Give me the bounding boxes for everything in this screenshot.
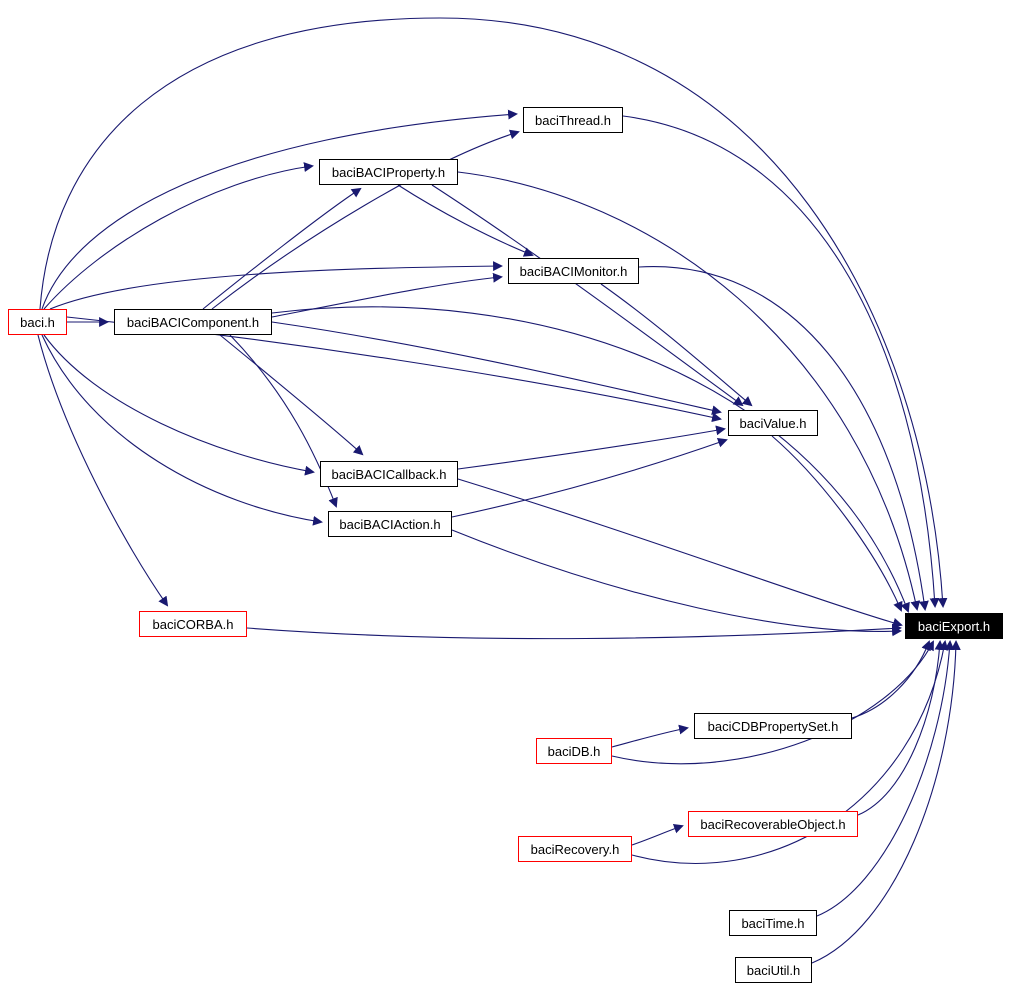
node-label: baciBACIAction.h [339,516,441,532]
edge-baci-h-to-bacicorba-h [37,334,169,607]
node-label: baciBACICallback.h [331,466,447,482]
edge-bacibacicomponent-h-to-baciexport-h [271,306,910,613]
edge-baci-h-to-baciexport-h [39,17,948,608]
edge-bacivalue-h-to-baciexport-h [771,435,903,612]
edge-bacibacicomponent-h-to-bacibaciproperty-h [202,187,362,310]
node-label: baciDB.h [547,743,601,759]
node-baciutil-h[interactable]: baciUtil.h [735,957,812,983]
edge-baci-h-to-bacibacimonitor-h [49,261,503,310]
node-baciexport-h: baciExport.h [905,613,1003,639]
node-label: baciCORBA.h [152,616,234,632]
edge-bacicdbpropertyset-h-to-baciexport-h [851,640,931,719]
edge-bacitime-h-to-baciexport-h [816,640,955,917]
node-bacirecoverableobject-h[interactable]: baciRecoverableObject.h [688,811,858,837]
edge-bacirecoverableobject-h-to-baciexport-h [857,640,945,816]
node-bacitime-h[interactable]: baciTime.h [729,910,817,936]
edge-bacibaciproperty-h-to-baciexport-h [457,171,921,611]
edge-baci-h-to-bacibacicallback-h [43,334,315,476]
node-label: baciBACIComponent.h [126,314,260,330]
node-label: baciCDBPropertySet.h [707,718,839,734]
edge-baciutil-h-to-baciexport-h [811,640,961,964]
node-label: baciUtil.h [746,962,801,978]
node-bacicorba-h[interactable]: baciCORBA.h [139,611,247,637]
edge-bacibacicomponent-h-to-bacithread-h [211,129,520,310]
node-label: baciValue.h [739,415,807,431]
edge-baci-h-to-bacibaciproperty-h [43,162,314,310]
edge-bacibacicomponent-h-to-bacibacimonitor-h [271,272,503,318]
node-bacirecovery-h[interactable]: baciRecovery.h [518,836,632,862]
node-label: baciTime.h [741,915,805,931]
edge-bacibaciaction-h-to-bacivalue-h [451,437,728,518]
node-label: baciExport.h [917,618,991,634]
node-label: baciBACIMonitor.h [519,263,628,279]
node-bacivalue-h[interactable]: baciValue.h [728,410,818,436]
node-label: baciThread.h [535,112,611,128]
edge-bacibacicallback-h-to-baciexport-h [457,478,903,628]
node-label: baci.h [20,314,55,330]
edge-bacibacimonitor-h-to-baciexport-h [638,266,929,611]
edge-baci-h-to-bacithread-h [41,109,518,310]
node-label: baciRecovery.h [530,841,620,857]
edge-baci-h-to-bacibaciaction-h [41,334,323,526]
node-label: baciRecoverableObject.h [700,816,846,832]
node-bacibacimonitor-h[interactable]: baciBACIMonitor.h [508,258,639,284]
edge-bacibaciproperty-h-to-bacivalue-h [431,184,744,407]
node-label: baciBACIProperty.h [331,164,446,180]
node-baci-h[interactable]: baci.h [8,309,67,335]
edge-bacithread-h-to-baciexport-h [622,115,940,608]
edge-bacibacicomponent-h-to-bacivalue-h [271,321,722,416]
edge-bacicorba-h-to-baciexport-h [246,623,902,640]
edge-bacibaciproperty-h-to-bacibacimonitor-h [397,184,534,257]
edge-bacibaciaction-h-to-baciexport-h [451,529,902,637]
node-bacidb-h[interactable]: baciDB.h [536,738,612,764]
edge-bacibacicallback-h-to-bacivalue-h [457,425,726,470]
node-bacibacicomponent-h[interactable]: baciBACIComponent.h [114,309,272,335]
node-bacicdbpropertyset-h[interactable]: baciCDBPropertySet.h [694,713,852,739]
node-bacithread-h[interactable]: baciThread.h [523,107,623,133]
edge-bacidb-h-to-bacicdbpropertyset-h [611,724,689,748]
node-bacibacicallback-h[interactable]: baciBACICallback.h [320,461,458,487]
node-bacibaciaction-h[interactable]: baciBACIAction.h [328,511,452,537]
edge-bacirecovery-h-to-bacirecoverableobject-h [631,823,684,846]
node-bacibaciproperty-h[interactable]: baciBACIProperty.h [319,159,458,185]
edge-bacibacimonitor-h-to-bacivalue-h [600,283,753,407]
edge-bacibacicomponent-h-to-bacibacicallback-h [219,334,364,456]
edge-bacidb-h-to-baciexport-h [611,640,934,765]
